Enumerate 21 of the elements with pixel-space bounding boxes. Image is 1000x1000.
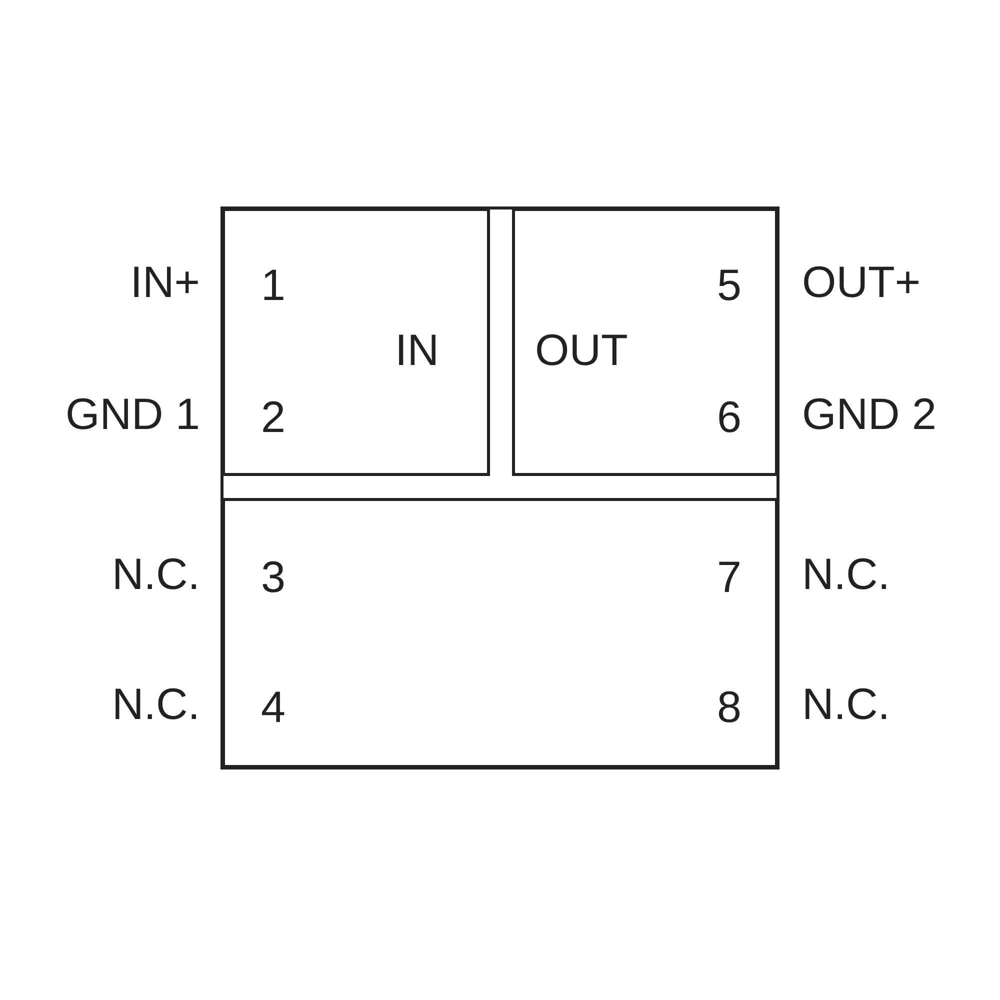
signal-name: GND 1 (66, 390, 200, 440)
pin-number: 1 (261, 261, 286, 311)
signal-name: GND 2 (802, 390, 936, 440)
pin-number: 6 (717, 393, 742, 443)
pin-number: 5 (717, 261, 742, 311)
signal-name: N.C. (802, 680, 890, 730)
pin-number: 8 (717, 683, 742, 733)
pin-number: 7 (717, 553, 742, 603)
terminal-section-box (222, 208, 490, 476)
signal-name: OUT+ (802, 258, 921, 308)
pin-number: 2 (261, 393, 286, 443)
terminal-section-box (222, 498, 778, 768)
pin-number: 3 (261, 553, 286, 603)
signal-name: N.C. (112, 550, 200, 600)
pin-number: 4 (261, 683, 286, 733)
signal-name: N.C. (112, 680, 200, 730)
terminal-section-box (512, 208, 778, 476)
section-label: IN (395, 326, 439, 376)
section-label: OUT (535, 326, 628, 376)
signal-name: IN+ (130, 258, 200, 308)
signal-name: N.C. (802, 550, 890, 600)
